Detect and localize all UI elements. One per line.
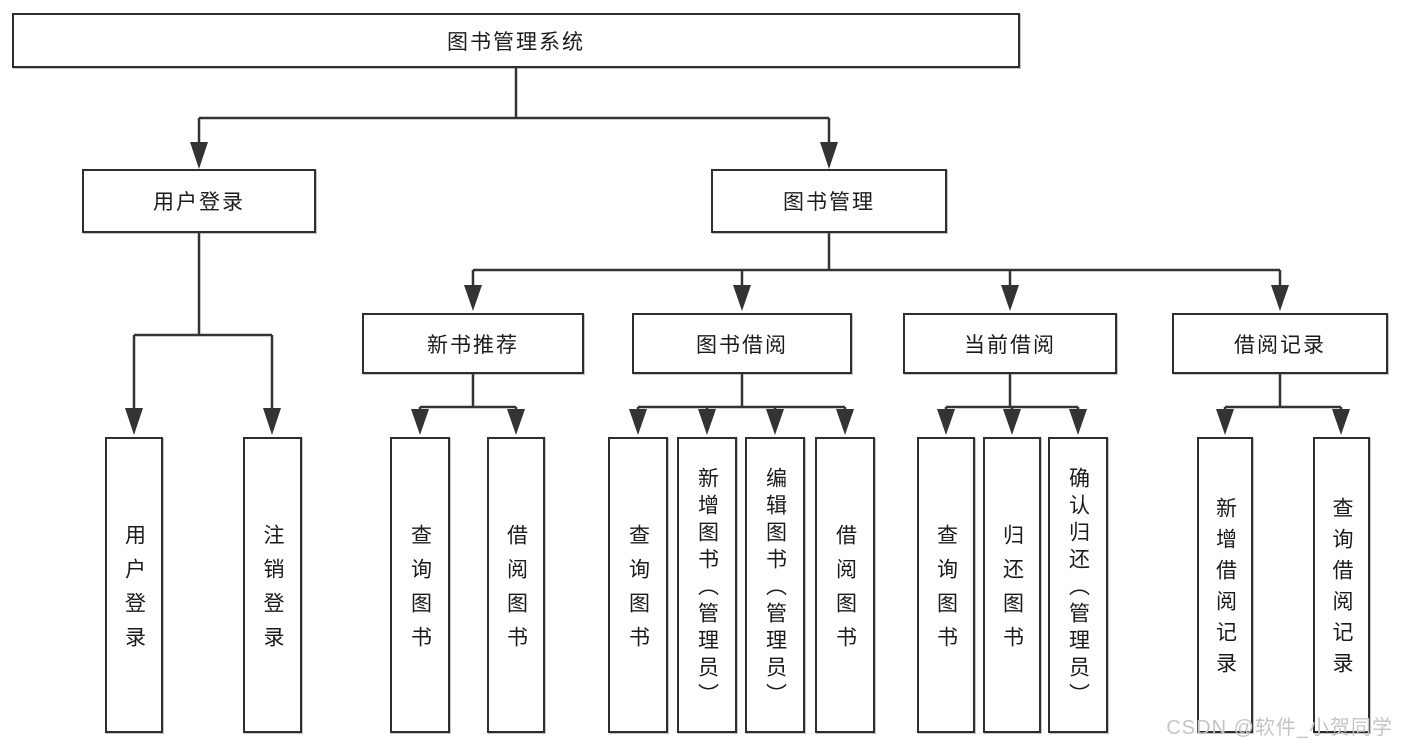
leaf-nbr-borrow-books: 借阅图书 bbox=[487, 437, 545, 733]
node-user-login: 用户登录 bbox=[82, 169, 316, 233]
node-current-borrow-label: 当前借阅 bbox=[964, 333, 1056, 357]
leaf-bb-borrow-books: 借阅图书 bbox=[815, 437, 875, 733]
node-current-borrow: 当前借阅 bbox=[903, 313, 1117, 374]
watermark: CSDN @软件_小贺同学 bbox=[1166, 717, 1393, 739]
leaf-bb-query-books: 查询图书 bbox=[608, 437, 668, 733]
leaf-bb-query-books-label: 查询图书 bbox=[626, 523, 650, 660]
node-borrow-records-label: 借阅记录 bbox=[1234, 333, 1326, 357]
leaf-br-query-record-label: 查询借阅记录 bbox=[1330, 497, 1354, 683]
leaf-br-add-record: 新增借阅记录 bbox=[1197, 437, 1253, 733]
leaf-nbr-query-books-label: 查询图书 bbox=[408, 523, 432, 660]
node-book-borrow: 图书借阅 bbox=[632, 313, 852, 374]
leaf-nbr-borrow-books-label: 借阅图书 bbox=[504, 523, 528, 660]
node-user-login-label: 用户登录 bbox=[153, 191, 245, 214]
leaf-cb-return-books: 归还图书 bbox=[983, 437, 1041, 733]
leaf-cb-query-books-label: 查询图书 bbox=[934, 523, 958, 660]
leaf-bb-add-books-admin-label: 新增图书（管理员） bbox=[695, 466, 719, 710]
leaf-bb-add-books-admin: 新增图书（管理员） bbox=[677, 437, 737, 733]
leaf-logout-label: 注销登录 bbox=[261, 523, 285, 660]
node-new-book-recommend: 新书推荐 bbox=[362, 313, 584, 374]
leaf-nbr-query-books: 查询图书 bbox=[390, 437, 450, 733]
leaf-cb-confirm-return-admin: 确认归还（管理员） bbox=[1048, 437, 1108, 733]
leaf-user-login-label: 用户登录 bbox=[122, 523, 146, 660]
node-borrow-records: 借阅记录 bbox=[1172, 313, 1388, 374]
node-new-book-recommend-label: 新书推荐 bbox=[427, 333, 519, 357]
leaf-br-add-record-label: 新增借阅记录 bbox=[1213, 497, 1237, 683]
node-book-management-label: 图书管理 bbox=[783, 191, 875, 214]
node-root-system-label: 图书管理系统 bbox=[447, 30, 585, 54]
leaf-cb-query-books: 查询图书 bbox=[917, 437, 975, 733]
leaf-cb-confirm-return-admin-label: 确认归还（管理员） bbox=[1066, 466, 1090, 710]
leaf-bb-edit-books-admin: 编辑图书（管理员） bbox=[745, 437, 805, 733]
node-book-borrow-label: 图书借阅 bbox=[696, 333, 788, 357]
arrowhead-icons bbox=[125, 142, 1350, 435]
leaf-logout: 注销登录 bbox=[243, 437, 302, 733]
leaf-cb-return-books-label: 归还图书 bbox=[1000, 523, 1024, 660]
leaf-user-login: 用户登录 bbox=[105, 437, 163, 733]
node-root-system: 图书管理系统 bbox=[12, 13, 1020, 68]
node-book-management: 图书管理 bbox=[711, 169, 947, 233]
leaf-bb-borrow-books-label: 借阅图书 bbox=[833, 523, 857, 660]
connector-paths bbox=[132, 68, 1343, 412]
leaf-bb-edit-books-admin-label: 编辑图书（管理员） bbox=[763, 466, 787, 710]
leaf-br-query-record: 查询借阅记录 bbox=[1313, 437, 1370, 733]
